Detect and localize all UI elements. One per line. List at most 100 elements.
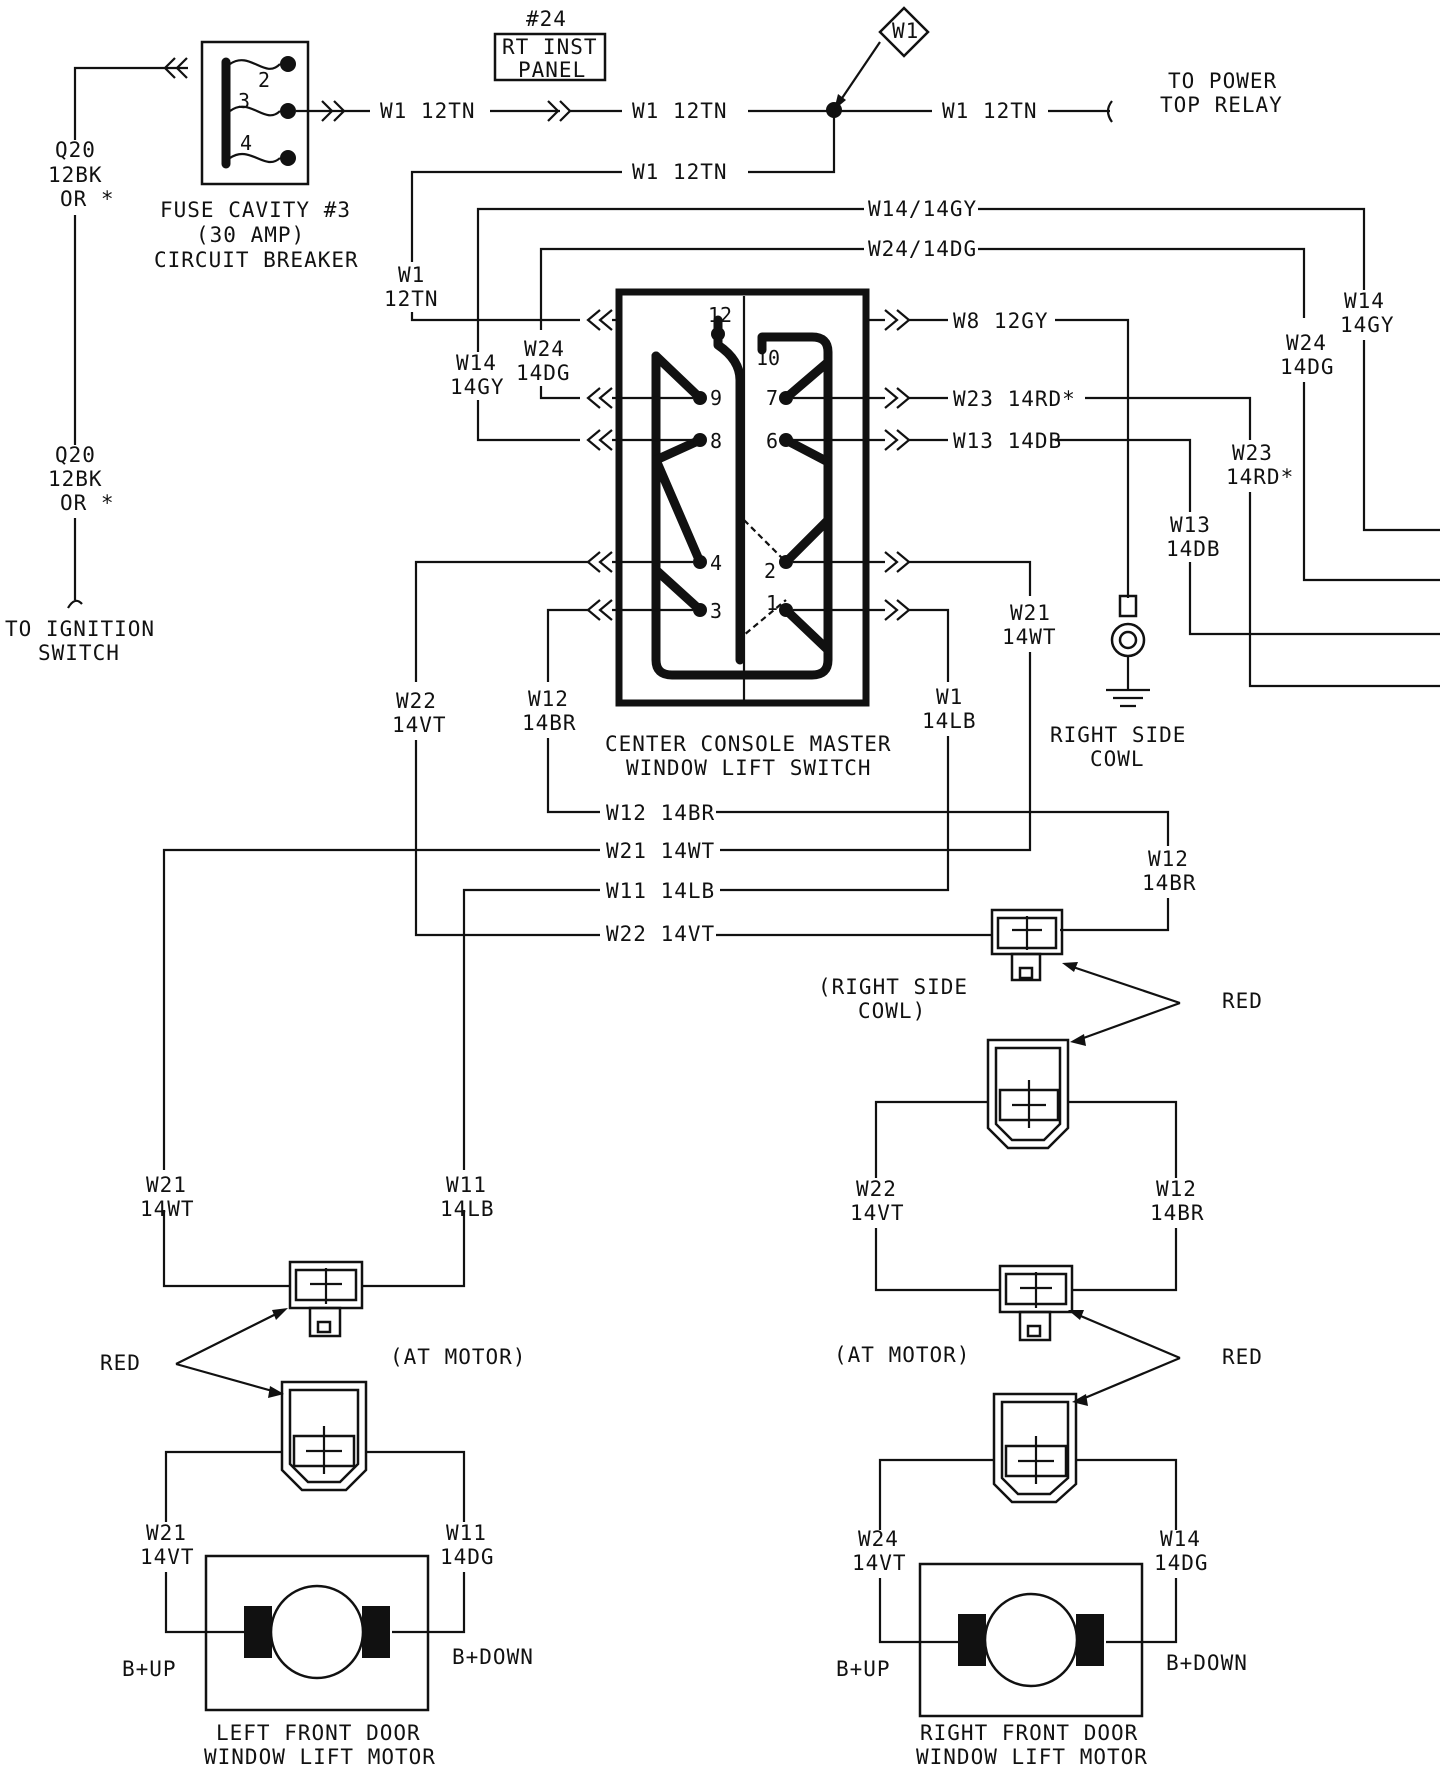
w11-14lb-h-label: W11 14LB — [606, 879, 715, 903]
w1-lb-sw-1: W1 — [936, 685, 963, 709]
switch-pin-2: 2 — [764, 559, 776, 583]
w23-rd-right-2: 14RD* — [1226, 465, 1294, 489]
right-motor-label-1: RIGHT FRONT DOOR — [920, 1721, 1138, 1745]
right-cowl-connector-bottom — [986, 1038, 1070, 1150]
w22-14vt-h-label: W22 14VT — [606, 922, 715, 946]
switch-pin-4: 4 — [710, 551, 722, 575]
to-ignition-2: SWITCH — [38, 641, 120, 665]
w21-wt-lm-1: W21 — [146, 1173, 187, 1197]
w11-lb-lm-2: 14LB — [440, 1197, 495, 1221]
at-motor-left-label: (AT MOTOR) — [390, 1345, 526, 1369]
to-ignition-1: TO IGNITION — [5, 617, 155, 641]
ground-right-side-cowl — [1106, 594, 1150, 708]
w24-dg-left-2: 14DG — [516, 361, 571, 385]
q20-label-top-2: 12BK — [48, 163, 103, 187]
w21-wt-sw-1: W21 — [1010, 601, 1051, 625]
right-motor-up-label: B+UP — [836, 1657, 891, 1681]
w1-12tn-label-c: W1 12TN — [942, 99, 1038, 123]
left-motor-label-1: LEFT FRONT DOOR — [216, 1721, 421, 1745]
w24-dg-left-1: W24 — [524, 337, 565, 361]
w1-12tn-label-b: W1 12TN — [632, 99, 728, 123]
panel-ref: #24 — [526, 7, 567, 31]
switch-label-1: CENTER CONSOLE MASTER — [605, 732, 892, 756]
left-window-motor — [204, 1554, 430, 1712]
right-window-motor — [918, 1562, 1144, 1718]
to-power-top-2: TOP RELAY — [1160, 93, 1283, 117]
w1-vert-1: W1 — [398, 263, 425, 287]
fuse-label-line1: FUSE CAVITY #3 — [160, 198, 351, 222]
w12-br-sw-2: 14BR — [522, 711, 577, 735]
red-label-2: RED — [1222, 1345, 1263, 1369]
w21-vt-lm-1: W21 — [146, 1521, 187, 1545]
w1-12tn-label-d: W1 12TN — [632, 160, 728, 184]
left-motor-label-2: WINDOW LIFT MOTOR — [204, 1745, 436, 1768]
switch-label-2: WINDOW LIFT SWITCH — [626, 756, 872, 780]
fuse-pin-3: 3 — [238, 89, 250, 113]
fuse-pin-2: 2 — [258, 68, 270, 92]
red-label-1: RED — [1222, 989, 1263, 1013]
to-power-top-1: TO POWER — [1168, 69, 1277, 93]
w22-vt-sw-1: W22 — [396, 689, 437, 713]
switch-pin-10: 10 — [756, 346, 780, 370]
w11-lb-lm-1: W11 — [446, 1173, 487, 1197]
fuse-label-line3: CIRCUIT BREAKER — [154, 248, 359, 272]
fuse-pin-4: 4 — [240, 131, 252, 155]
w14-dg-rm-2: 14DG — [1154, 1551, 1209, 1575]
w1-lb-sw-2: 14LB — [922, 709, 977, 733]
w12-br-rc2-1: W12 — [1156, 1177, 1197, 1201]
w12-14br-h-label: W12 14BR — [606, 801, 715, 825]
w14-gy-left-2: 14GY — [450, 375, 505, 399]
w24-dg-right-1: W24 — [1286, 331, 1327, 355]
w22-vt-rc-2: 14VT — [850, 1201, 905, 1225]
w11-dg-lm-1: W11 — [446, 1521, 487, 1545]
w23-rd-right-1: W23 — [1232, 441, 1273, 465]
right-cowl-label-2: COWL) — [858, 999, 926, 1023]
w13-db-right-1: W13 — [1170, 513, 1211, 537]
w12-br-rc2-2: 14BR — [1150, 1201, 1205, 1225]
w14-gy-left-1: W14 — [456, 351, 497, 375]
q20-label-top-3: OR * — [60, 187, 115, 211]
right-motor-label-2: WINDOW LIFT MOTOR — [916, 1745, 1148, 1768]
panel-label-2: PANEL — [518, 58, 586, 82]
w1-12tn-label-a: W1 12TN — [380, 99, 476, 123]
w21-vt-lm-2: 14VT — [140, 1545, 195, 1569]
w12-br-rc-1: W12 — [1148, 847, 1189, 871]
w12-br-rc-2: 14BR — [1142, 871, 1197, 895]
w14-gy-right-1: W14 — [1344, 289, 1385, 313]
w21-14wt-h-label: W21 14WT — [606, 839, 715, 863]
w13-14db-label: W13 14DB — [953, 429, 1062, 453]
w13-db-right-2: 14DB — [1166, 537, 1221, 561]
w14-dg-rm-1: W14 — [1160, 1527, 1201, 1551]
master-window-switch: 12 10 9 7 8 6 4 2 3 1 — [615, 288, 870, 707]
switch-pin-9: 9 — [710, 386, 722, 410]
w23-14rd-label: W23 14RD* — [953, 387, 1076, 411]
splice-label: W1 — [892, 19, 919, 43]
at-motor-right-label: (AT MOTOR) — [834, 1343, 970, 1367]
w22-vt-sw-2: 14VT — [392, 713, 447, 737]
w14-gy-right-2: 14GY — [1340, 313, 1395, 337]
left-motor-connector-top — [288, 1260, 364, 1338]
q20-label-bottom-3: OR * — [60, 491, 115, 515]
switch-pin-6: 6 — [766, 429, 778, 453]
w24-vt-rm-1: W24 — [858, 1527, 899, 1551]
fuse-label-line2: (30 AMP) — [196, 223, 305, 247]
q20-label-top-1: Q20 — [55, 138, 96, 162]
left-motor-up-label: B+UP — [122, 1657, 177, 1681]
w24-vt-rm-2: 14VT — [852, 1551, 907, 1575]
red-label-3: RED — [100, 1351, 141, 1375]
w14-14gy-label: W14/14GY — [868, 197, 977, 221]
switch-pin-7: 7 — [766, 386, 778, 410]
w21-wt-sw-2: 14WT — [1002, 625, 1057, 649]
q20-label-bottom-1: Q20 — [55, 443, 96, 467]
w8-12gy-label: W8 12GY — [953, 309, 1049, 333]
left-motor-down-label: B+DOWN — [452, 1645, 534, 1669]
fuse-cavity-3: 2 3 4 — [200, 40, 310, 186]
ground-label-2: COWL — [1090, 747, 1145, 771]
ground-label-1: RIGHT SIDE — [1050, 723, 1186, 747]
left-motor-connector-bottom — [280, 1380, 368, 1492]
switch-pin-1: 1 — [766, 591, 778, 615]
right-motor-connector-top — [998, 1264, 1074, 1342]
q20-label-bottom-2: 12BK — [48, 467, 103, 491]
panel-label-1: RT INST — [502, 35, 598, 59]
